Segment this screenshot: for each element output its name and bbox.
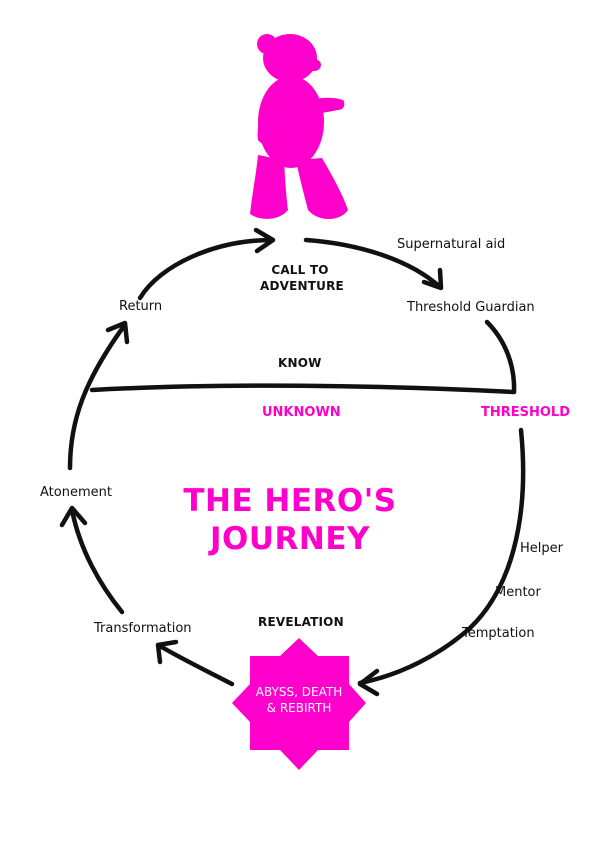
revelation-label: REVELATION — [258, 615, 344, 629]
unknown-label: UNKNOWN — [262, 405, 341, 420]
transformation-label: Transformation — [94, 621, 192, 636]
arc-threshold-to-abyss — [357, 427, 526, 686]
arc-guardian-to-threshold — [484, 319, 517, 395]
know-label: KNOW — [278, 356, 322, 370]
arc-abyss-to-transformation — [157, 643, 235, 687]
arrowhead-transformation — [155, 639, 179, 665]
arc-transformation-to-atonement — [69, 507, 125, 615]
abyss-label-line2: & REBIRTH — [266, 701, 332, 715]
abyss-star-badge — [232, 638, 366, 770]
threshold-guardian-label: Threshold Guardian — [407, 300, 535, 315]
title-line2: JOURNEY — [210, 521, 370, 557]
arc-call-to-guardian — [303, 237, 443, 290]
arrowhead-return — [105, 320, 130, 345]
title-line1: THE HERO'S — [183, 483, 397, 519]
arrowhead-guardian — [421, 267, 444, 291]
atonement-label: Atonement — [40, 485, 112, 500]
supernatural-aid-label: Supernatural aid — [397, 237, 506, 252]
threshold-label: THRESHOLD — [481, 405, 571, 420]
call-label-line1: CALL TO — [271, 263, 329, 277]
arrowhead-abyss — [357, 668, 380, 697]
abyss-label-line1: ABYSS, DEATH — [255, 685, 343, 699]
arc-atonement-to-return — [67, 323, 127, 471]
arrowhead-call — [253, 227, 276, 254]
diagram-title: THE HERO'S JOURNEY — [170, 482, 410, 558]
temptation-label: Temptation — [462, 626, 535, 641]
arc-return-to-call — [137, 237, 275, 301]
abyss-label: ABYSS, DEATH & REBIRTH — [236, 684, 362, 716]
helper-label: Helper — [520, 541, 563, 556]
know-unknown-divider — [89, 383, 517, 395]
return-label: Return — [119, 299, 163, 314]
call-label-line2: ADVENTURE — [260, 279, 344, 293]
walking-bear-icon — [250, 34, 348, 219]
mentor-label: Mentor — [495, 585, 541, 600]
call-to-adventure-label: CALL TO ADVENTURE — [260, 262, 344, 294]
arrowhead-atonement — [59, 505, 88, 528]
